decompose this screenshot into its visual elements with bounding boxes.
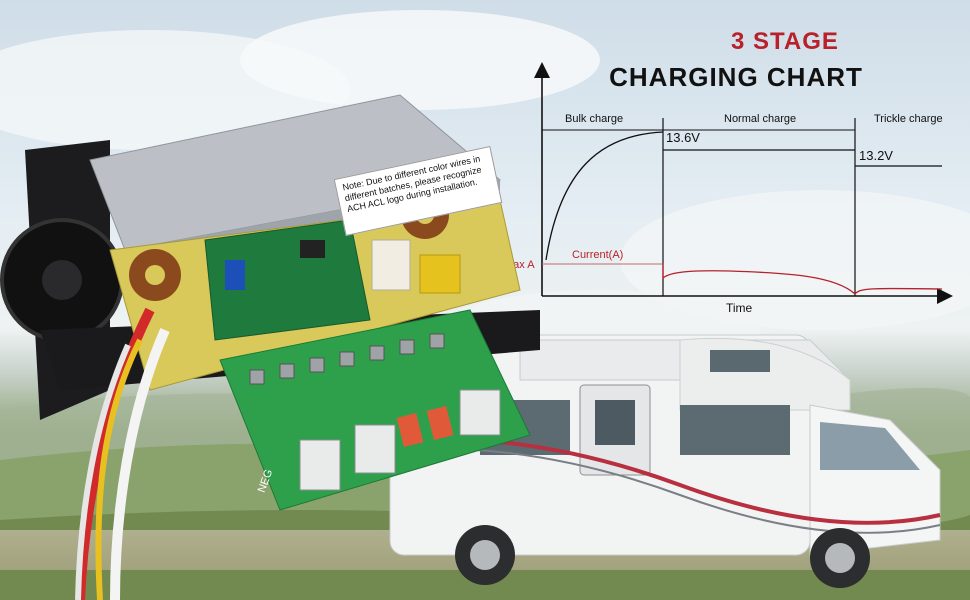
control-pcb — [204, 219, 371, 341]
chart-title-line1: 3 STAGE — [731, 28, 839, 55]
current-curve — [662, 264, 943, 295]
voltage-curve — [545, 131, 664, 261]
stage-label-bulk: Bulk charge — [565, 113, 623, 125]
current-label: Current(A) — [572, 249, 623, 261]
voltage-label-13-2: 13.2V — [859, 148, 893, 163]
terminal-pcb — [219, 309, 531, 511]
voltage-label-13-6: 13.6V — [666, 130, 700, 145]
x-axis-label: Time — [726, 301, 753, 315]
stage-label-trickle: Trickle charge — [874, 113, 943, 125]
chart-title-line2: CHARGING CHART — [609, 62, 863, 92]
stage-label-normal: Normal charge — [724, 113, 796, 125]
charging-chart: Bulk charge Normal charge Trickle charge… — [504, 62, 953, 315]
